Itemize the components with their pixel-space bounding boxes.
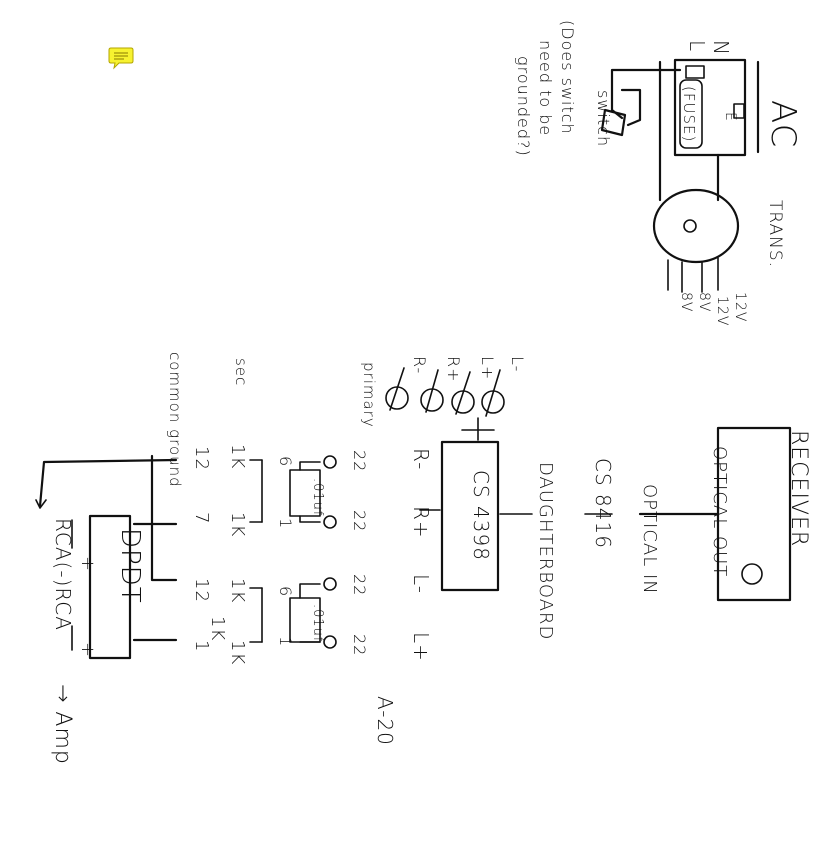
res-1k-d: 1K bbox=[227, 640, 248, 665]
res-22-a: 22 bbox=[350, 450, 369, 472]
primary-label: primary bbox=[360, 362, 378, 428]
res-22-b: 22 bbox=[350, 510, 369, 532]
ground-bus bbox=[150, 454, 178, 582]
receiver-section: RECEIVER OPTICAL OUT OPTICAL IN CS 8416 … bbox=[440, 426, 811, 640]
ground-to-rca bbox=[38, 458, 178, 508]
sec-label: sec bbox=[232, 358, 250, 386]
rca-label: RCA(-)RCA bbox=[51, 518, 75, 631]
ac-label: AC bbox=[763, 100, 803, 148]
dpdt-label: DPDT bbox=[115, 528, 145, 604]
switch-symbol bbox=[600, 108, 627, 137]
filter-network: 22 22 22 22 .01uf .01uf 6 1 6 1 1K 1K 1K… bbox=[207, 444, 369, 665]
supply-pin-1: L- bbox=[508, 356, 527, 372]
cap-left bbox=[289, 469, 321, 517]
cs4398-chip bbox=[440, 440, 500, 592]
neutral-label: N bbox=[709, 40, 733, 56]
tap-1: 12V bbox=[732, 292, 748, 322]
res-1k-b: 1K bbox=[227, 512, 248, 537]
tap-2: 12V bbox=[714, 296, 730, 326]
svg-text:E: E bbox=[722, 112, 738, 122]
cs4398-label: CS 4398 bbox=[469, 470, 493, 561]
common-ground-label: common ground bbox=[166, 352, 184, 488]
transformer-label: TRANS. bbox=[765, 200, 785, 268]
res-6-b: 6 bbox=[276, 586, 295, 597]
output-stage: 12 7 12 1 DPDT + + RCA(-)RCA → Amp bbox=[35, 446, 212, 765]
comment-note-icon[interactable] bbox=[107, 47, 135, 71]
tap-3: 8V bbox=[696, 292, 712, 312]
primary-inputs: L- L+ R+ R- primary bbox=[360, 356, 527, 441]
pin-1: 1 bbox=[191, 640, 212, 652]
switch-note-line-3: grounded?) bbox=[514, 56, 533, 157]
switch-label: switch bbox=[594, 90, 613, 147]
supply-pin-3: R+ bbox=[444, 356, 463, 383]
dac-outputs: R- R+ L- L+ A-20 bbox=[373, 448, 441, 746]
dac-out-3: L- bbox=[409, 574, 433, 594]
res-1k-e: 1K bbox=[207, 616, 228, 641]
pin-12-a: 12 bbox=[191, 446, 212, 471]
pin-7: 7 bbox=[191, 512, 212, 524]
model-label: A-20 bbox=[373, 696, 397, 746]
res-22-d: 22 bbox=[350, 634, 369, 656]
res-1-b: 1 bbox=[276, 636, 295, 647]
pin-12-b: 12 bbox=[191, 578, 212, 603]
supply-pin-4: R- bbox=[410, 356, 429, 374]
res-1-a: 1 bbox=[276, 518, 295, 529]
switch-wire bbox=[610, 68, 682, 120]
dpdt-switch bbox=[88, 514, 132, 660]
cs8416-label: CS 8416 bbox=[591, 458, 615, 549]
cap-label-left: .01uf bbox=[310, 478, 325, 517]
tap-4: 8V bbox=[678, 292, 694, 312]
daughterboard-label: DAUGHTERBOARD bbox=[535, 462, 556, 640]
receiver-label: RECEIVER bbox=[786, 430, 811, 547]
res-1k-a: 1K bbox=[227, 444, 248, 469]
dpdt-plus-a: + bbox=[77, 556, 98, 572]
transformer bbox=[652, 188, 740, 264]
dac-out-2: R+ bbox=[409, 506, 433, 539]
optical-out-label: OPTICAL OUT bbox=[709, 446, 730, 577]
optical-in-label: OPTICAL IN bbox=[639, 484, 660, 595]
switch-note-line-2: need to be bbox=[536, 40, 555, 136]
line-label: L bbox=[685, 40, 709, 52]
supply-pin-2: L+ bbox=[478, 356, 497, 380]
res-22-c: 22 bbox=[350, 574, 369, 596]
dpdt-plus-b: + bbox=[77, 642, 98, 658]
switch-note-line-1: (Does switch bbox=[558, 20, 577, 135]
ac-power-section: AC E (FUSE) N L switch (Does switch need… bbox=[514, 20, 803, 326]
fuse-symbol bbox=[679, 79, 703, 149]
res-1k-c: 1K bbox=[227, 578, 248, 603]
cap-label-right: .01uf bbox=[310, 604, 325, 643]
res-6-a: 6 bbox=[276, 456, 295, 467]
ac-socket bbox=[673, 58, 747, 157]
fuse-label: (FUSE) bbox=[680, 86, 698, 142]
amp-label: → Amp bbox=[50, 684, 75, 765]
dac-out-1: R- bbox=[409, 448, 433, 470]
dac-out-4: L+ bbox=[409, 632, 433, 662]
